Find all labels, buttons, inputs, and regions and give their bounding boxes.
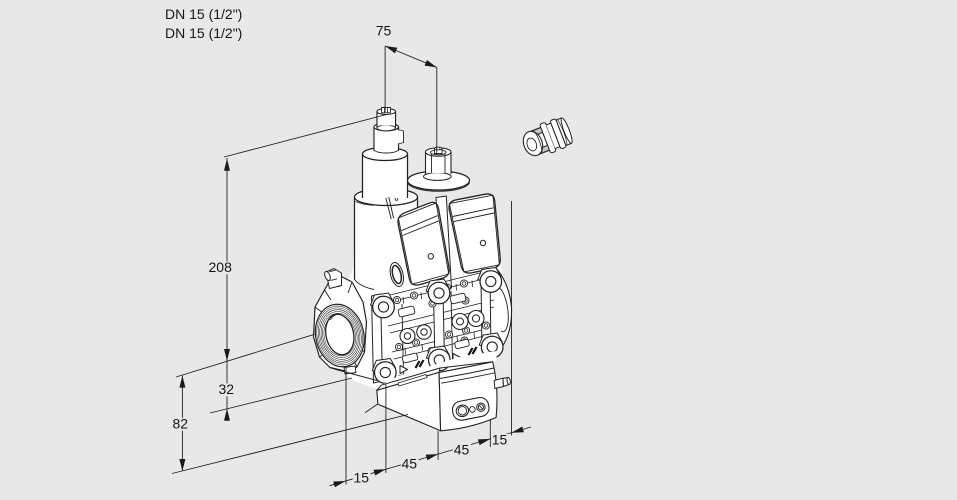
svg-text:82: 82 bbox=[173, 416, 189, 432]
svg-text:DN 15 (1/2"): DN 15 (1/2") bbox=[165, 6, 242, 22]
svg-text:15: 15 bbox=[354, 470, 370, 486]
svg-text:45: 45 bbox=[454, 442, 470, 458]
svg-text:15: 15 bbox=[492, 432, 508, 448]
svg-text:32: 32 bbox=[219, 381, 235, 397]
svg-text:45: 45 bbox=[402, 456, 418, 472]
svg-text:DN 15 (1/2"): DN 15 (1/2") bbox=[165, 25, 242, 41]
svg-text:75: 75 bbox=[376, 23, 392, 39]
svg-text:208: 208 bbox=[209, 259, 233, 275]
